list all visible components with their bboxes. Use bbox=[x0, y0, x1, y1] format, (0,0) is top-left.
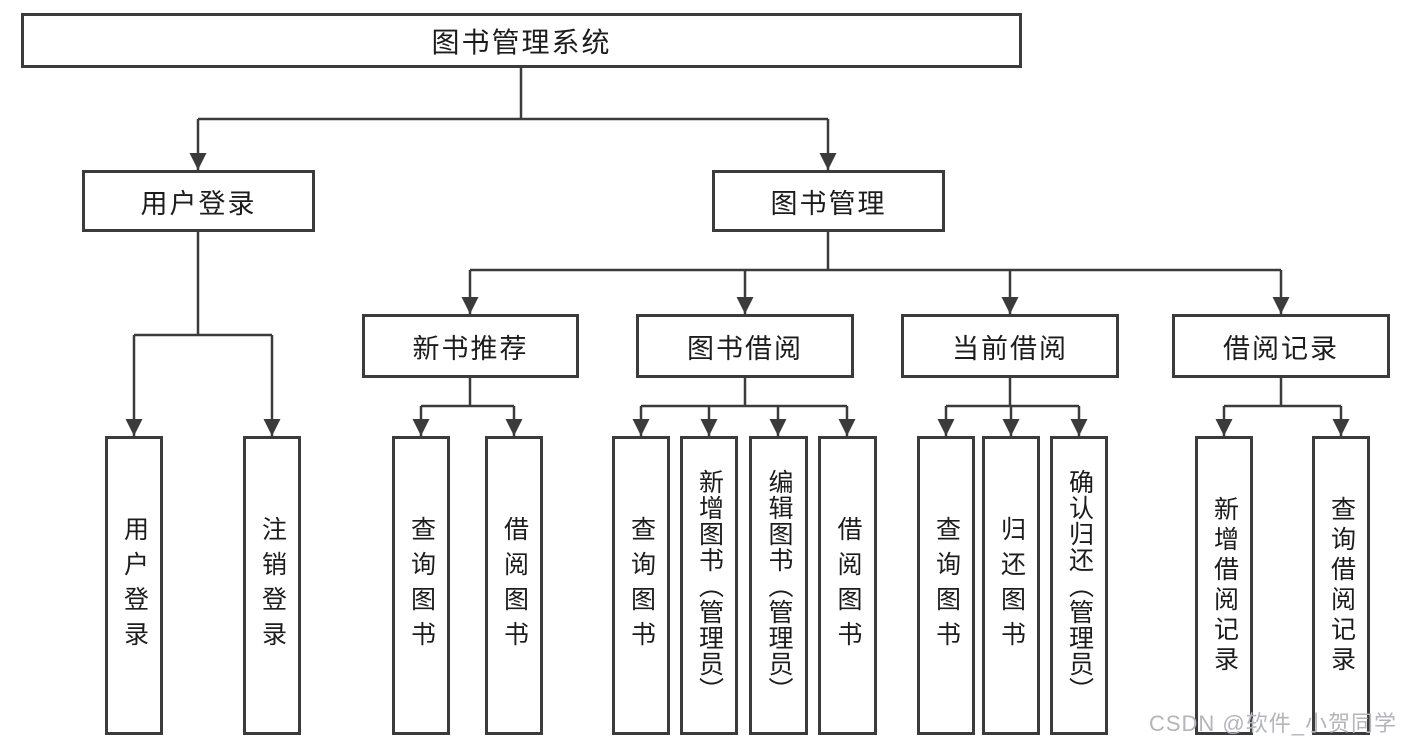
leaf-add-borrow-record: 新增借阅记录 bbox=[1195, 436, 1253, 735]
leaf-borrow-books-borrow: 借阅图书 bbox=[818, 436, 877, 735]
leaf-query-books-current: 查询图书 bbox=[917, 436, 975, 735]
leaf-label: 借阅图书 bbox=[500, 515, 529, 656]
node-book-borrow: 图书借阅 bbox=[636, 314, 854, 378]
leaf-label: 借阅图书 bbox=[834, 515, 862, 656]
leaf-label: 新增借阅记录 bbox=[1210, 495, 1239, 676]
leaf-label: 用户登录 bbox=[120, 515, 149, 656]
leaf-add-book-admin: 新增图书（管理员） bbox=[680, 436, 738, 735]
leaf-query-books-borrow: 查询图书 bbox=[612, 436, 670, 735]
node-current-borrow: 当前借阅 bbox=[901, 314, 1119, 378]
node-user-login: 用户登录 bbox=[82, 170, 315, 232]
node-root: 图书管理系统 bbox=[21, 13, 1022, 68]
leaf-label: 查询图书 bbox=[627, 515, 656, 656]
leaf-label: 归还图书 bbox=[997, 515, 1026, 656]
leaf-label: 注销登录 bbox=[258, 515, 287, 656]
leaf-query-books-recommend: 查询图书 bbox=[392, 436, 450, 735]
node-book-management: 图书管理 bbox=[712, 170, 945, 232]
leaf-return-book: 归还图书 bbox=[982, 436, 1040, 735]
leaf-borrow-books-recommend: 借阅图书 bbox=[485, 436, 543, 735]
csdn-watermark: CSDN @软件_小贺同学 bbox=[1148, 711, 1397, 736]
node-new-book-recommend: 新书推荐 bbox=[362, 314, 579, 378]
leaf-edit-book-admin: 编辑图书（管理员） bbox=[749, 436, 808, 735]
leaf-confirm-return-admin: 确认归还（管理员） bbox=[1050, 436, 1108, 735]
leaf-label: 确认归还（管理员） bbox=[1065, 468, 1094, 703]
leaf-label: 新增图书（管理员） bbox=[695, 468, 724, 703]
leaf-label: 查询图书 bbox=[932, 515, 961, 656]
leaf-label: 查询借阅记录 bbox=[1327, 495, 1356, 676]
leaf-query-borrow-record: 查询借阅记录 bbox=[1312, 436, 1370, 735]
leaf-label: 查询图书 bbox=[407, 515, 436, 656]
node-borrow-records: 借阅记录 bbox=[1172, 314, 1390, 378]
leaf-label: 编辑图书（管理员） bbox=[765, 468, 793, 703]
leaf-user-login: 用户登录 bbox=[105, 436, 163, 735]
leaf-logout: 注销登录 bbox=[243, 436, 301, 735]
